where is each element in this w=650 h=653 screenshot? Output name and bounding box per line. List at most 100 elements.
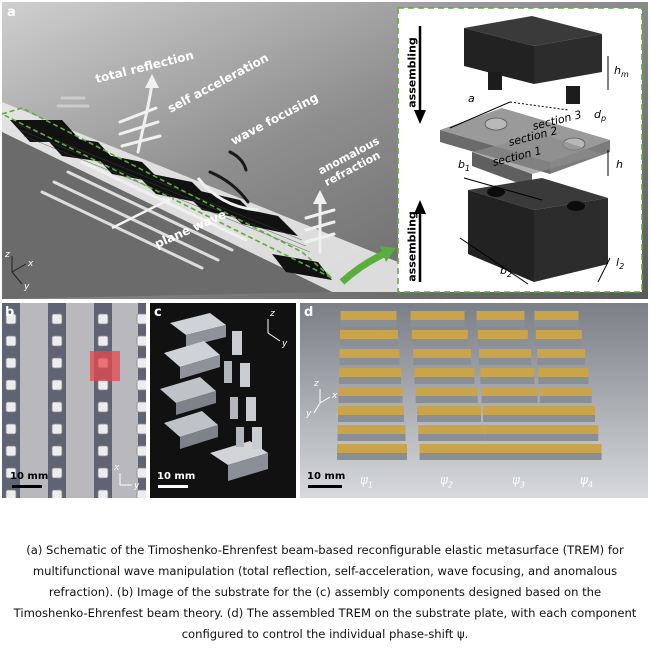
axis-y-label-d: y bbox=[306, 409, 312, 419]
gold-beam-top bbox=[537, 349, 586, 358]
substrate-hole bbox=[51, 313, 63, 325]
gold-beam-top bbox=[337, 444, 407, 453]
substrate-hole bbox=[97, 467, 109, 479]
beam-base bbox=[337, 453, 407, 460]
gold-beam-top bbox=[534, 311, 579, 320]
label-assembling-top: assembling bbox=[405, 37, 419, 108]
gold-beam-top bbox=[417, 406, 481, 415]
scale-bar-b: 10 mm bbox=[10, 471, 49, 482]
beam-base bbox=[541, 415, 595, 422]
axis-x-label-d: x bbox=[332, 391, 338, 401]
label-d-p: dp bbox=[594, 108, 607, 124]
beam-base bbox=[414, 377, 475, 384]
substrate-hole bbox=[97, 423, 109, 435]
label-h-m: hm bbox=[614, 64, 629, 80]
caption-line-5: configured to control the individual pha… bbox=[181, 627, 469, 641]
substrate-hole bbox=[136, 335, 146, 347]
axis-z-label: z bbox=[5, 250, 10, 260]
axis-z-label-c: z bbox=[270, 309, 275, 319]
substrate-hole bbox=[136, 313, 146, 325]
caption-line-2: multifunctional wave manipulation (total… bbox=[32, 564, 618, 578]
gold-beam-top bbox=[479, 349, 532, 358]
gold-beam-top bbox=[539, 387, 592, 396]
gold-beam-top bbox=[340, 330, 398, 339]
beam-base bbox=[410, 320, 465, 327]
substrate-hole bbox=[97, 335, 109, 347]
beam-base bbox=[535, 339, 582, 346]
gold-beam-rows bbox=[337, 311, 602, 460]
plate-side bbox=[2, 132, 332, 299]
gold-beam-top bbox=[411, 330, 468, 339]
beam-base bbox=[542, 434, 599, 441]
substrate-hole bbox=[51, 357, 63, 369]
zoom-pointer-arrow bbox=[339, 250, 386, 285]
gold-beam-top bbox=[480, 368, 535, 377]
caption-line-1: (a) Schematic of the Timoshenko-Ehrenfes… bbox=[26, 543, 624, 557]
beam-base bbox=[476, 320, 525, 327]
scale-bar-d: 10 mm bbox=[307, 471, 346, 482]
beam-base bbox=[413, 358, 472, 365]
total-reflection-lines bbox=[56, 96, 90, 108]
panel-label-a: a bbox=[7, 5, 16, 20]
axis-x-label-b: x bbox=[114, 463, 120, 473]
component-parts bbox=[160, 313, 268, 481]
psi-label-3: ψ3 bbox=[512, 473, 526, 490]
panel-label-c: c bbox=[154, 305, 162, 320]
substrate-hole bbox=[51, 423, 63, 435]
beam-base bbox=[419, 453, 488, 460]
label-b1: b1 bbox=[458, 158, 471, 174]
caption-line-3: refraction). (b) Image of the substrate … bbox=[48, 585, 602, 599]
gold-beam-top bbox=[541, 406, 595, 415]
gold-beam-top bbox=[410, 311, 465, 320]
highlight-region bbox=[90, 351, 120, 381]
psi-label-1: ψ1 bbox=[360, 473, 374, 490]
top-block bbox=[464, 16, 602, 104]
assembly-components-photo bbox=[150, 303, 296, 498]
label-h: h bbox=[616, 158, 623, 171]
gold-beam-top bbox=[538, 368, 589, 377]
gold-beam-top bbox=[414, 368, 475, 377]
beam-base bbox=[477, 339, 528, 346]
beam-base bbox=[485, 453, 548, 460]
beam-base bbox=[337, 434, 406, 441]
substrate-hole bbox=[136, 423, 146, 435]
panel-b: b 10 mm x y bbox=[2, 303, 146, 498]
substrate-hole bbox=[5, 467, 17, 479]
gold-beam-top bbox=[418, 425, 485, 434]
gold-beam-top bbox=[415, 387, 478, 396]
substrate-hole bbox=[136, 467, 146, 479]
panel-label-b: b bbox=[5, 305, 15, 320]
middle-sections bbox=[440, 108, 610, 188]
substrate-hole bbox=[136, 357, 146, 369]
axes-icon bbox=[11, 256, 27, 285]
substrate-hole bbox=[136, 401, 146, 413]
label-a-dim: a bbox=[468, 92, 475, 105]
substrate-hole bbox=[5, 313, 17, 325]
assembled-trem-photo bbox=[300, 303, 648, 498]
gold-beam-top bbox=[481, 387, 538, 396]
beam-base bbox=[483, 415, 541, 422]
substrate-photo bbox=[2, 303, 146, 498]
beam-base bbox=[338, 396, 403, 403]
substrate-hole bbox=[136, 445, 146, 457]
label-b2: b2 bbox=[500, 264, 513, 280]
gold-beam-top bbox=[338, 387, 403, 396]
wave-focusing-arcs bbox=[208, 150, 250, 204]
psi-label-2: ψ2 bbox=[440, 473, 454, 490]
axis-y-label: y bbox=[24, 282, 30, 292]
axis-x-label: x bbox=[28, 259, 34, 269]
substrate-hole bbox=[5, 489, 17, 498]
substrate-hole bbox=[5, 401, 17, 413]
gold-beam-top bbox=[338, 406, 404, 415]
label-l2: l2 bbox=[616, 256, 625, 272]
substrate-hole bbox=[51, 401, 63, 413]
substrate-hole bbox=[51, 335, 63, 347]
beam-base bbox=[539, 396, 592, 403]
beam-base bbox=[340, 339, 398, 346]
gold-beam-top bbox=[337, 425, 406, 434]
substrate-hole bbox=[97, 401, 109, 413]
gold-beam-top bbox=[543, 444, 602, 453]
beam-base bbox=[479, 358, 532, 365]
figure-caption: (a) Schematic of the Timoshenko-Ehrenfes… bbox=[10, 540, 640, 645]
beam-base bbox=[418, 434, 485, 441]
